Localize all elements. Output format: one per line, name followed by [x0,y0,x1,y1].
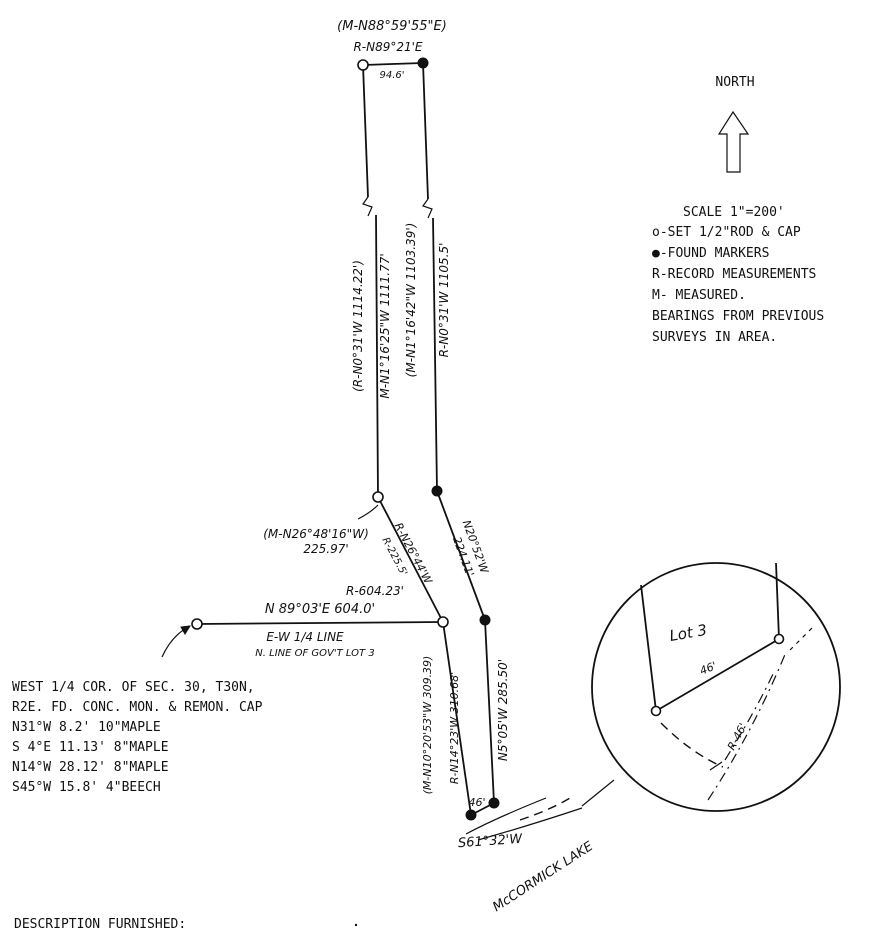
top-distance: 94.6' [379,70,404,81]
west-record-label: (R-N0°31'W 1114.22') [351,260,365,392]
leader-line [357,504,379,520]
set-rod-marker [650,705,662,717]
corner-note-line: S 4°E 11.13' 8"MAPLE [12,740,169,755]
east-boundary-upper [422,62,429,200]
diagonal-measured-bearing: (M-N26°48'16"W) [263,527,369,541]
top-record-bearing: R-N89°21'E [353,40,422,54]
found-marker [488,797,500,809]
east-boundary-lower [432,217,438,492]
found-marker [465,809,477,821]
set-rod-marker [191,618,203,630]
found-marker [479,614,491,626]
diagonal-line-left [377,496,444,623]
detail-centerline [707,651,787,801]
detail-shore-tick [709,761,723,771]
shoreline-dashed [519,797,571,821]
legend-item: R-RECORD MEASUREMENTS [652,267,816,282]
diagonal-measured-distance: 225.97' [303,542,348,556]
quarter-line-name-2: N. LINE OF GOV'T LOT 3 [255,648,374,659]
lake-bearing: S61°32'W [458,832,524,852]
east-measured-label: (M-N1°16'42"W 1103.39') [404,223,418,378]
quarter-line-name: E-W 1/4 LINE [266,630,344,644]
diagonal-line-right [436,490,486,621]
legend-item: o-SET 1/2"ROD & CAP [652,225,801,240]
detail-width: 46' [698,659,719,677]
top-measured-bearing: (M-N88°59'55"E) [337,19,447,34]
set-rod-marker [773,633,785,645]
south-record-label: R-N14°23'W 310.68' [448,672,461,784]
break-mark [362,196,373,217]
detail-leader [581,779,615,807]
quarter-record-distance: R-604.23' [346,584,404,598]
south-east-label: N5°05'W 285.50' [496,659,510,761]
south-line-left [442,621,472,816]
break-mark [422,198,433,219]
north-arrow-icon [717,110,750,173]
description-heading: DESCRIPTION FURNISHED: [14,917,186,932]
corner-note-line: N31°W 8.2' 10"MAPLE [12,720,161,735]
quarter-line [196,621,444,625]
south-line-right [484,619,495,804]
legend-item: M- MEASURED. [652,288,746,303]
detail-dash-end [789,627,813,651]
set-rod-marker [357,59,369,71]
top-boundary-line [362,62,424,66]
set-rod-marker [372,491,384,503]
corner-note-line: S45°W 15.8' 4"BEECH [12,780,161,795]
lake-width: 46' [468,796,485,809]
west-boundary-upper [362,64,369,198]
detail-west-line [640,584,657,712]
shoreline-upper [465,797,547,835]
set-rod-marker [437,616,449,628]
detail-circle [591,562,841,812]
corner-note-line: N14°W 28.12' 8"MAPLE [12,760,169,775]
west-boundary-lower [375,214,379,498]
corner-note-line: R2E. FD. CONC. MON. & REMON. CAP [12,700,263,715]
west-measured-label: M-N1°16'25"W 1111.77' [378,253,392,398]
lake-name: McCORMICK LAKE [490,839,596,915]
corner-note-line: WEST 1/4 COR. OF SEC. 30, T30N, [12,680,255,695]
shoreline [477,807,583,841]
detail-frontage [655,638,780,712]
detail-lot-label: Lot 3 [668,621,708,645]
detail-arc [724,669,776,761]
quarter-bearing: N 89°03'E 604.0' [265,602,375,617]
legend-scale: SCALE 1"=200' [683,205,785,220]
speck [354,923,358,927]
legend-item: BEARINGS FROM PREVIOUS [652,309,824,324]
found-marker [431,485,443,497]
detail-shore-dash [660,722,724,768]
north-label: NORTH [715,75,754,90]
south-measured-label: (M-N10°20'53"W 309.39) [421,656,434,795]
legend-item: SURVEYS IN AREA. [652,330,777,345]
legend-item: ●-FOUND MARKERS [652,246,769,261]
detail-east-line [775,562,780,640]
found-marker [417,57,429,69]
east-record-label: R-N0°31'W 1105.5' [437,243,451,358]
arrowhead-icon [180,625,191,635]
